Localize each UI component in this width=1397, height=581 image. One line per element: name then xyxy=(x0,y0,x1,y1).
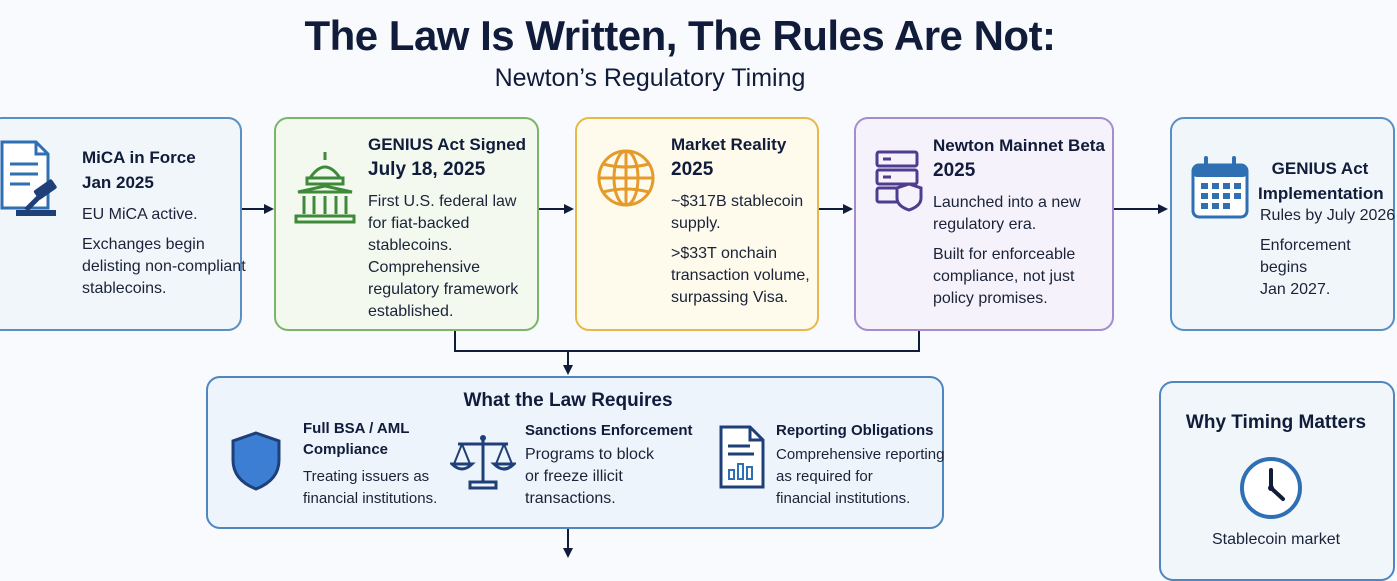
report-icon xyxy=(719,425,765,489)
card-genius-implementation-title: GENIUS Act Implementation xyxy=(1258,159,1384,203)
req-reporting-body: Comprehensive reporting as required for … xyxy=(776,446,945,507)
card-market-reality-title: Market Reality 2025 xyxy=(671,135,787,180)
card-newton-mainnet xyxy=(854,117,1114,331)
globe-icon xyxy=(597,149,655,207)
card-newton-mainnet-body: Launched into a new regulatory era. Buil… xyxy=(933,194,1081,307)
req-bsa-title: Full BSA / AML Compliance xyxy=(303,420,410,458)
req-sanctions-body: Programs to block or freeze illicit tran… xyxy=(525,446,654,507)
card-mica-title: MiCA in Force Jan 2025 xyxy=(82,148,196,192)
why-timing-title: Why Timing Matters xyxy=(1185,412,1367,433)
scales-icon xyxy=(450,435,516,490)
req-reporting-title: Reporting Obligations xyxy=(776,422,934,439)
card-genius-act-title: GENIUS Act Signed July 18, 2025 xyxy=(368,135,527,180)
card-genius-implementation xyxy=(1170,117,1395,331)
requirements-panel xyxy=(206,376,944,529)
card-market-reality-body: ~$317B stablecoin supply. >$33T onchain … xyxy=(671,193,810,306)
server-shield-icon xyxy=(875,150,923,212)
card-mica-body: EU MiCA active. Exchanges begin delistin… xyxy=(82,206,246,297)
req-bsa-body: Treating issuers as financial institutio… xyxy=(303,468,438,507)
req-sanctions-title: Sanctions Enforcement xyxy=(525,422,693,439)
flow-connectors xyxy=(242,204,1168,558)
bracket-to-requirements xyxy=(454,331,920,352)
requirements-title: What the Law Requires xyxy=(463,390,673,411)
page-title: The Law Is Written, The Rules Are Not: xyxy=(304,12,1056,59)
capitol-building-icon xyxy=(294,152,356,224)
shield-icon xyxy=(231,431,281,491)
card-newton-mainnet-title: Newton Mainnet Beta 2025 xyxy=(933,136,1105,181)
card-genius-act xyxy=(274,117,539,331)
why-timing-body: Stablecoin market xyxy=(1211,531,1341,548)
calendar-icon xyxy=(1191,156,1249,219)
card-genius-act-body: First U.S. federal law for fiat-backed s… xyxy=(368,193,519,320)
card-genius-implementation-body: Rules by July 2026 Enforcement begins Ja… xyxy=(1260,207,1396,298)
clock-icon xyxy=(1240,457,1302,519)
page-subtitle: Newton’s Regulatory Timing xyxy=(494,64,806,92)
document-gavel-icon xyxy=(0,140,57,216)
